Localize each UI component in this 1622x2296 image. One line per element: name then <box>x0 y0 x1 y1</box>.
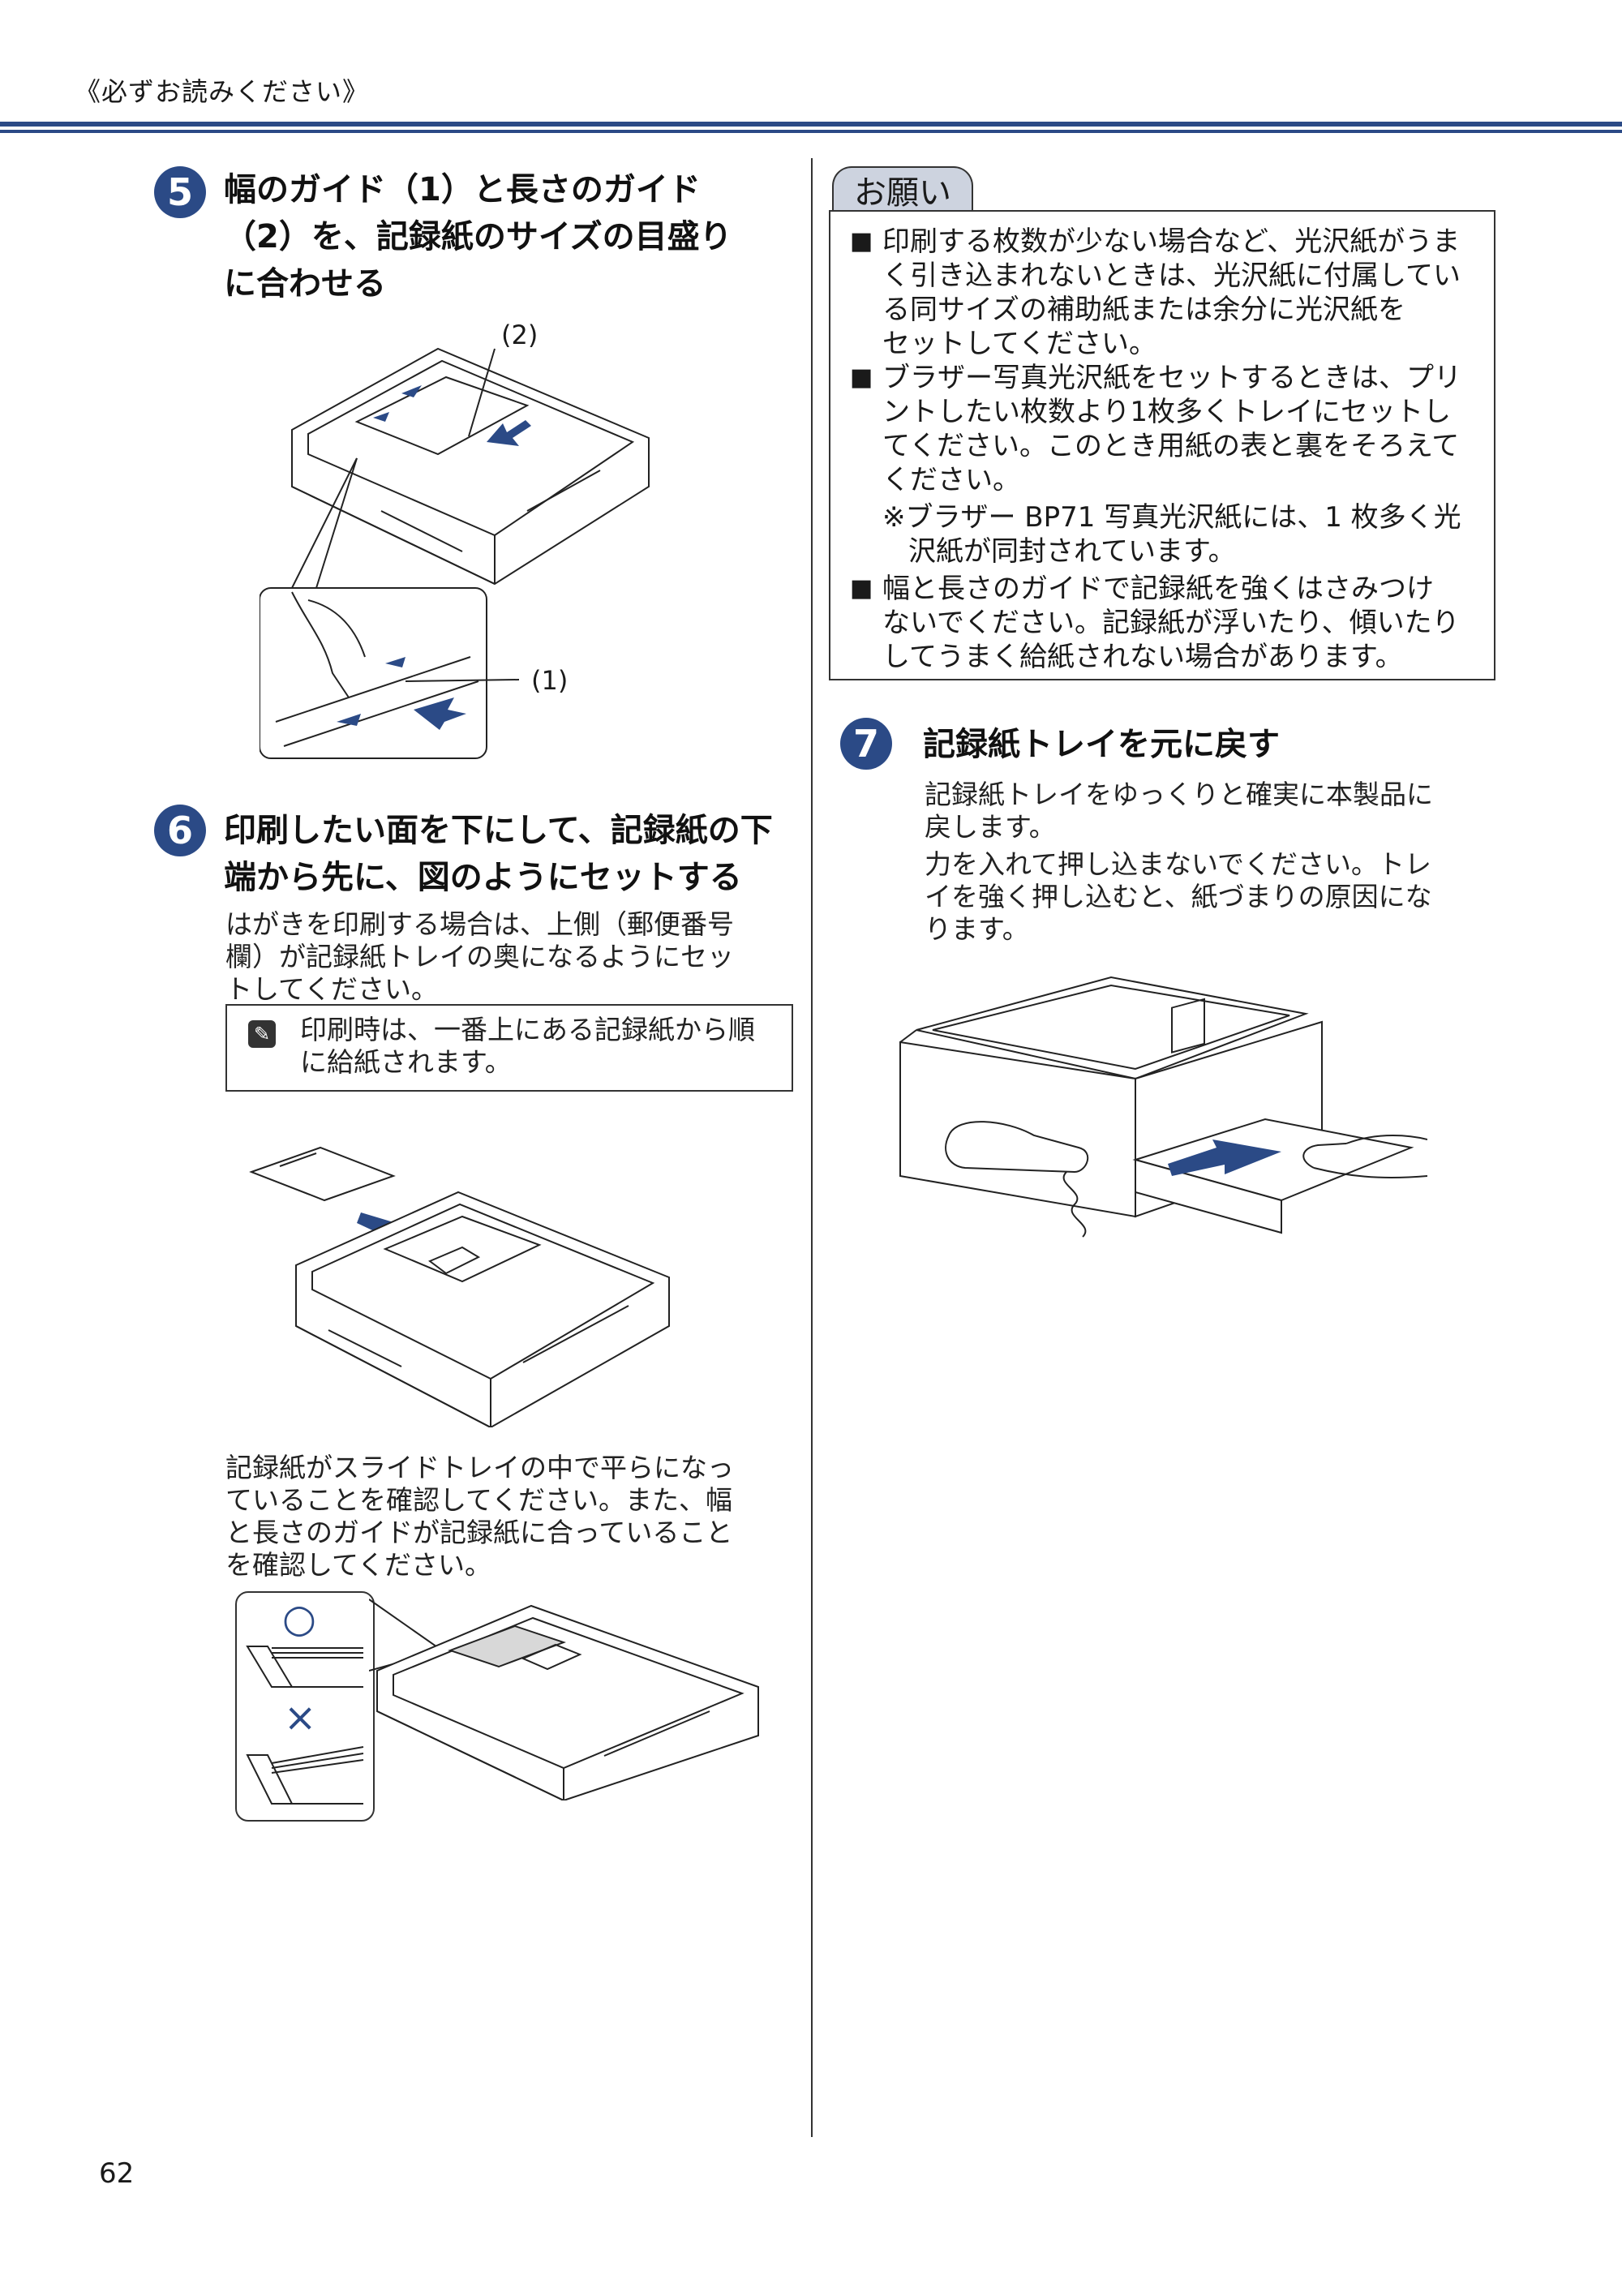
ng-mark: × <box>284 1695 317 1740</box>
onegai-line: セットしてください。 <box>882 328 1156 360</box>
bullet-square-icon: ■ <box>850 363 873 392</box>
onegai-line: 幅と長さのガイドで記録紙を強くはさみつけ <box>882 573 1434 605</box>
onegai-item: ■ ブラザー写真光沢紙をセットするときは、プリ ントしたい枚数より1枚多くトレイ… <box>850 361 1491 569</box>
column-divider <box>811 158 813 2137</box>
onegai-line: ないでください。記録紙が浮いたり、傾いたり <box>882 607 1460 639</box>
onegai-line: る同サイズの補助紙または余分に光沢紙を <box>882 294 1405 326</box>
onegai-item: ■ 幅と長さのガイドで記録紙を強くはさみつけ ないでください。記録紙が浮いたり、… <box>850 572 1491 674</box>
onegai-item: ■ 印刷する枚数が少ない場合など、光沢紙がうま く引き込まれないときは、光沢紙に… <box>850 225 1491 361</box>
onegai-sub-line: ※ブラザー BP71 写真光沢紙には、1 枚多く光 <box>882 501 1461 534</box>
label-1: (1) <box>531 665 569 696</box>
step6-body-line: 欄）が記録紙トレイの奥になるようにセッ <box>225 941 734 972</box>
step6-after-line: と長さのガイドが記録紙に合っていること <box>225 1517 733 1548</box>
onegai-sub-note: ※ブラザー BP71 写真光沢紙には、1 枚多く光 沢紙が同封されています。 <box>882 500 1461 569</box>
ok-paper-icon <box>246 1646 363 1688</box>
step7-body2: 力を入れて押し込まないでください。トレ イを強く押し込むと、紙づまりの原因にな … <box>925 848 1492 946</box>
onegai-tab: お願い <box>832 166 973 212</box>
step6-body-line: はがきを印刷する場合は、上側（郵便番号 <box>225 908 734 940</box>
memo-icon: ✎ <box>248 1020 276 1048</box>
step6-title-line: 端から先に、図のようにセットする <box>224 859 742 896</box>
step5-title-line: （2）を、記録紙のサイズの目盛り <box>224 218 732 255</box>
ok-mark: ○ <box>282 1596 316 1642</box>
header-title: 《必ずお読みください》 <box>75 76 370 107</box>
step6-after-line: 記録紙がスライドトレイの中で平らになっ <box>225 1452 734 1483</box>
step6-body: はがきを印刷する場合は、上側（郵便番号 欄）が記録紙トレイの奥になるようにセッ … <box>225 908 793 1006</box>
step5-title-line: に合わせる <box>224 265 386 303</box>
step6-after-line: を確認してください。 <box>225 1549 492 1581</box>
label-2: (2) <box>501 320 539 350</box>
onegai-box: ■ 印刷する枚数が少ない場合など、光沢紙がうま く引き込まれないときは、光沢紙に… <box>829 210 1495 680</box>
bullet-square-icon: ■ <box>850 574 873 603</box>
step5-title-line: 幅のガイド（1）と長さのガイド <box>224 171 701 208</box>
step6-body-line: トしてください。 <box>225 973 439 1005</box>
onegai-line: てください。このとき用紙の表と裏をそろえて <box>882 430 1460 462</box>
step6-badge: 6 <box>154 805 206 856</box>
step5-tray-illustration <box>260 347 650 759</box>
step6-note-text: 印刷時は、一番上にある記録紙から順 に給紙されます。 <box>300 1014 787 1079</box>
step7-body1: 記録紙トレイをゆっくりと確実に本製品に 戻します。 <box>925 779 1492 843</box>
step7-body-line: ります。 <box>925 913 1029 945</box>
header-rule-thin <box>0 130 1622 133</box>
onegai-line: ントしたい枚数より1枚多くトレイにセットし <box>882 396 1451 428</box>
step6-after-text: 記録紙がスライドトレイの中で平らになっ ていることを確認してください。また、幅 … <box>225 1452 793 1581</box>
step7-title: 記録紙トレイを元に戻す <box>923 726 1280 763</box>
step6-title: 印刷したい面を下にして、記録紙の下 端から先に、図のようにセットする <box>224 807 808 901</box>
step7-badge: 7 <box>840 718 892 770</box>
step6-title-line: 印刷したい面を下にして、記録紙の下 <box>224 812 773 849</box>
onegai-line: く引き込まれないときは、光沢紙に付属してい <box>882 260 1461 292</box>
step7-body-line: 記録紙トレイをゆっくりと確実に本製品に <box>925 779 1433 810</box>
step7-printer-illustration <box>899 976 1427 1238</box>
step6-note-line: 印刷時は、一番上にある記録紙から順 <box>300 1014 755 1045</box>
page-number: 62 <box>99 2157 135 2190</box>
step6-tray-check-illustration <box>369 1599 759 1800</box>
step5-badge: 5 <box>154 166 206 218</box>
step5-title: 幅のガイド（1）と長さのガイド （2）を、記録紙のサイズの目盛り に合わせる <box>224 166 792 307</box>
header-rule <box>0 122 1622 127</box>
step6-after-line: ていることを確認してください。また、幅 <box>225 1484 733 1516</box>
onegai-line: 印刷する枚数が少ない場合など、光沢紙がうま <box>882 225 1461 258</box>
step6-tray-paper-illustration <box>249 1146 670 1427</box>
onegai-list: ■ 印刷する枚数が少ない場合など、光沢紙がうま く引き込まれないときは、光沢紙に… <box>850 225 1491 674</box>
onegai-line: ください。 <box>882 464 1020 496</box>
bullet-square-icon: ■ <box>850 227 873 255</box>
step6-note-line: に給紙されます。 <box>300 1046 512 1078</box>
onegai-sub-line: 沢紙が同封されています。 <box>908 535 1236 568</box>
ok-ng-inset: ○ × <box>235 1591 375 1822</box>
step7-body-line: 力を入れて押し込まないでください。トレ <box>925 848 1432 880</box>
step7-body-line: イを強く押し込むと、紙づまりの原因にな <box>925 881 1432 912</box>
step7-body-line: 戻します。 <box>925 811 1056 843</box>
step6-note-box: ✎ 印刷時は、一番上にある記録紙から順 に給紙されます。 <box>225 1004 793 1092</box>
onegai-line: してうまく給紙されない場合があります。 <box>882 641 1403 673</box>
onegai-line: ブラザー写真光沢紙をセットするときは、プリ <box>882 362 1461 394</box>
ng-paper-icon <box>246 1746 364 1805</box>
